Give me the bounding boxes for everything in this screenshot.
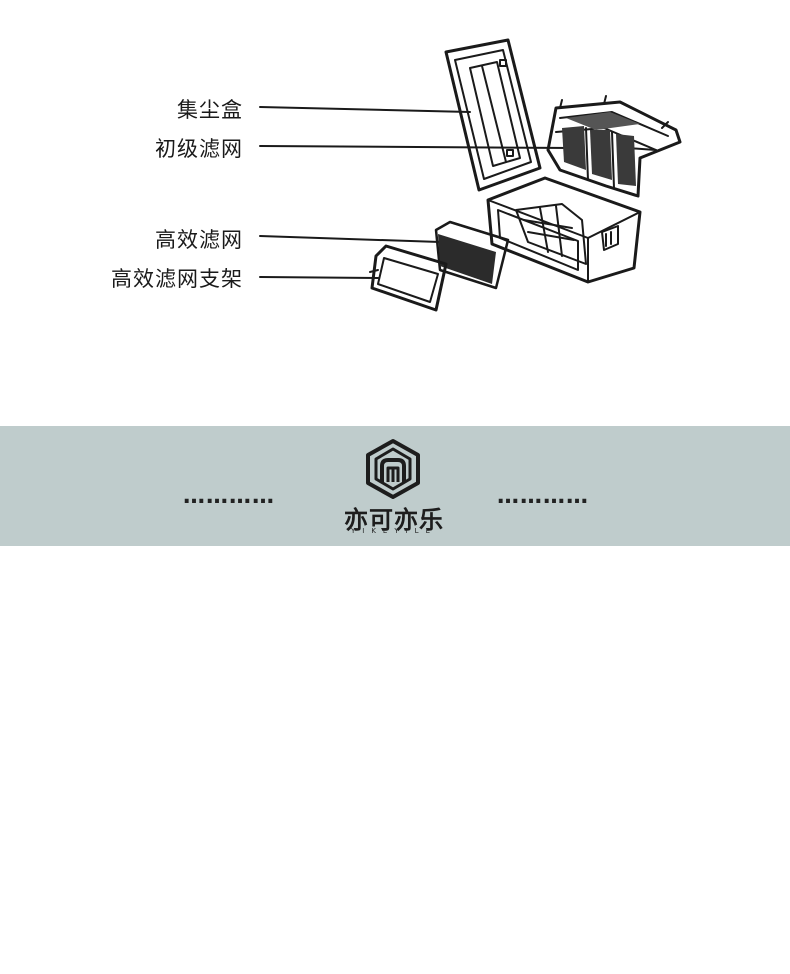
label-hepa-filter: 高效滤网 (155, 228, 243, 252)
hexagon-logo-icon (366, 439, 420, 499)
label-primary-filter: 初级滤网 (155, 137, 243, 161)
hepa-filter-pleats (438, 234, 496, 284)
dust-box-body (486, 176, 642, 284)
brand-banner: ………… ………… 亦可亦乐 YIKEYILE (0, 426, 790, 546)
exploded-parts-diagram (259, 38, 682, 312)
brand-name-chinese: 亦可亦乐 (344, 506, 444, 534)
hepa-filter-holder (369, 244, 448, 312)
decorative-dots-left: ………… (183, 484, 275, 509)
leader-dust-box (259, 106, 471, 113)
primary-filter-mesh (562, 112, 640, 186)
dust-box-lid (444, 38, 542, 192)
brand-name-pinyin: YIKEYILE (350, 527, 438, 535)
label-hepa-filter-holder: 高效滤网支架 (111, 267, 243, 291)
leader-primary-filter (259, 145, 575, 149)
label-dust-box: 集尘盒 (177, 98, 243, 122)
decorative-dots-right: ………… (497, 484, 589, 509)
leader-hepa-filter (259, 235, 441, 243)
leader-hepa-holder (259, 276, 379, 279)
